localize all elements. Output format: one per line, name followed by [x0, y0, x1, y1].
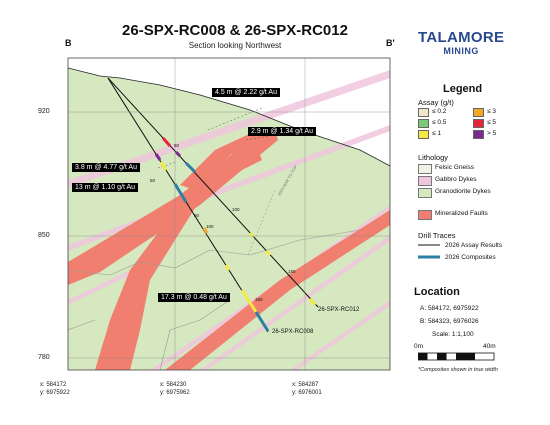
lithology-swatch [418, 176, 432, 186]
drill-trace-rc012 [107, 77, 319, 308]
lithology-label: Granodiorite Dykes [435, 188, 491, 195]
scale-end: 40m [483, 343, 496, 350]
intercept-callout: 4.5 m @ 2.22 g/t Au [212, 88, 280, 97]
scale-text: Scale: 1:1,100 [432, 331, 474, 338]
hole-label-rc008: 26-SPX-RC008 [272, 329, 314, 335]
logo-subtext: MINING [443, 46, 479, 56]
page-title: 26-SPX-RC008 & 26-SPX-RC012 [122, 22, 348, 39]
depth-tick-label: 150 [255, 297, 263, 302]
depth-tick-label: 50 [174, 143, 180, 148]
logo-wordmark: TALAMORE [418, 29, 505, 46]
depth-tick-label: 100 [232, 207, 240, 212]
assay-swatch [473, 130, 484, 139]
assay-label: ≤ 0.2 [432, 108, 447, 115]
section-end-label: B' [386, 38, 395, 48]
section-start-label: B [65, 38, 72, 48]
scale-bar [418, 352, 495, 361]
fault-swatch [418, 210, 432, 220]
drill-label: 2026 Assay Results [445, 242, 503, 249]
leader-line-3 [157, 161, 177, 169]
intercept-callout: 17.3 m @ 0.48 g/t Au [158, 293, 230, 302]
lithology-swatch [418, 188, 432, 198]
lithology-label: Gabbro Dykes [435, 176, 477, 183]
location-b: B: 584323, 6976026 [420, 318, 479, 325]
lithology-title: Lithology [418, 153, 449, 162]
mineralized-faults [68, 128, 390, 370]
hole-label-rc012: 26-SPX-RC012 [318, 307, 360, 313]
assay-intervals-rc012 [161, 137, 317, 306]
location-a: A: 584172, 6975922 [420, 305, 479, 312]
intercept-callout: 13 m @ 1.10 g/t Au [72, 183, 139, 192]
assay-label: > 5 [487, 130, 497, 137]
company-logo: TALAMORE MINING [418, 29, 504, 56]
lithology-legend: Felsic Gneiss Gabbro Dykes Granodiorite … [418, 164, 538, 204]
map-frame [67, 57, 391, 371]
legend-title: Legend [443, 83, 483, 95]
sky-area [68, 58, 390, 166]
page-subtitle: Section looking Northwest [188, 41, 282, 50]
assay-swatch [418, 108, 429, 117]
assay-intervals-rc008 [154, 153, 270, 332]
assay-swatch [418, 130, 429, 139]
assay-label: ≤ 1 [432, 130, 441, 137]
assay-swatch [473, 119, 484, 128]
elevation-label: 780 [38, 354, 50, 361]
depth-tick-label: 50 [194, 213, 200, 218]
drill-label: 2026 Composites [445, 254, 496, 261]
depth-tick-label: 100 [206, 224, 214, 229]
scale-start: 0m [414, 343, 424, 350]
assay-label: ≤ 3 [487, 108, 496, 115]
assay-swatch [473, 108, 484, 117]
elevation-label: 850 [38, 232, 50, 239]
leader-line-1 [207, 107, 263, 131]
contour-lines [68, 229, 361, 370]
location-title: Location [414, 286, 460, 298]
lithology-label: Felsic Gneiss [435, 164, 475, 171]
drill-legend-lines [418, 244, 440, 259]
fault-label: Mineralized Faults [435, 210, 488, 217]
assay-label: ≤ 5 [487, 119, 496, 126]
depth-tick-label: 50 [150, 178, 156, 183]
intercept-callout: 2.9 m @ 1.34 g/t Au [248, 127, 316, 136]
grid-lines [68, 58, 390, 370]
topography-line [68, 67, 390, 167]
composites-note: *Composites shown in true width [418, 367, 498, 373]
assay-label: ≤ 0.5 [432, 119, 447, 126]
assay-title: Assay (g/t) [418, 98, 454, 107]
drill-traces-title: Drill Traces [418, 231, 456, 240]
intercept-callout: 3.8 m @ 4.77 g/t Au [72, 163, 140, 172]
assay-swatch [418, 119, 429, 128]
depth-tick-label: 150 [288, 269, 296, 274]
elevation-label: 920 [38, 108, 50, 115]
drill-trace-rc008 [107, 77, 269, 333]
assay-legend: ≤ 0.2 ≤ 3 ≤ 0.5 ≤ 5 ≤ 1 > 5 [418, 108, 528, 148]
lithology-swatch [418, 164, 432, 174]
